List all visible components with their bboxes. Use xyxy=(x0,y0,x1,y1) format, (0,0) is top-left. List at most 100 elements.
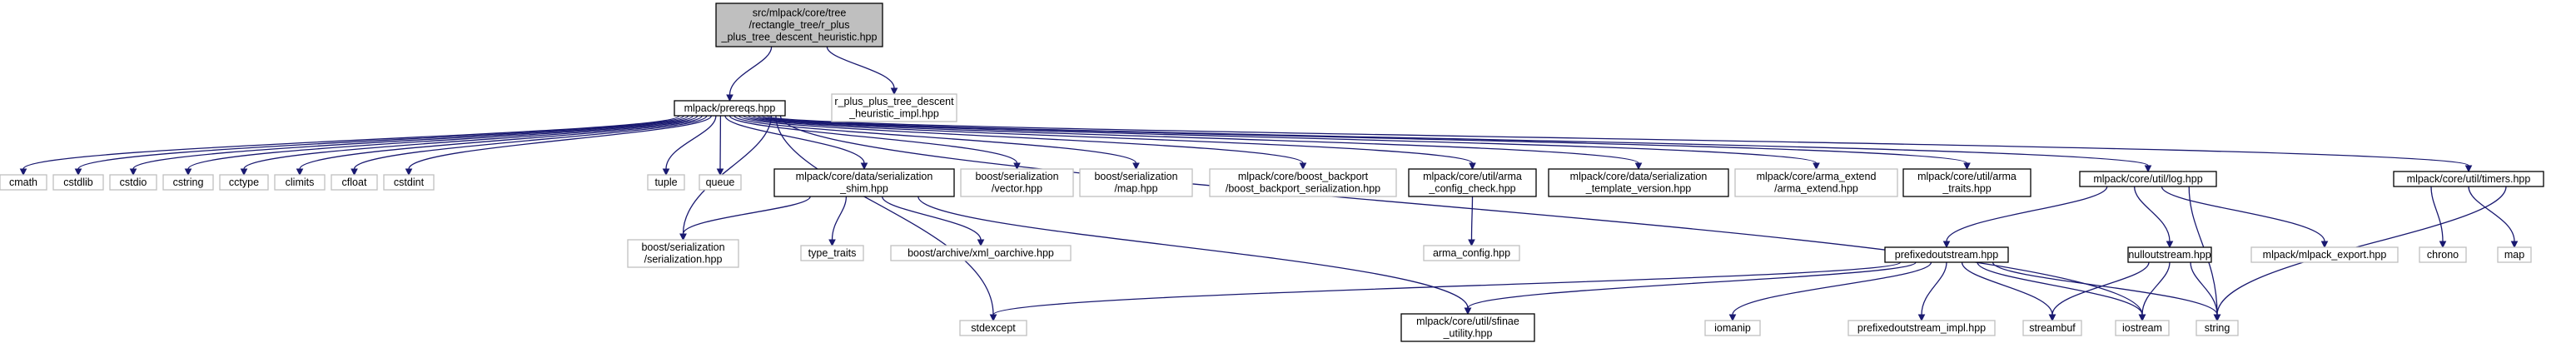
arrowhead-icon xyxy=(74,168,82,176)
arrowhead-icon xyxy=(240,168,248,176)
node-chrono[interactable]: chrono xyxy=(2419,246,2467,263)
node-cfloat[interactable]: cfloat xyxy=(331,174,378,191)
arrowhead-icon xyxy=(1132,162,1140,171)
edge-line xyxy=(1921,261,1947,316)
node-iostream[interactable]: iostream xyxy=(2115,320,2170,336)
node-prefixed-impl[interactable]: prefixedoutstream_impl.hpp xyxy=(1847,320,1996,336)
node-arma-traits[interactable]: mlpack/core/util/arma_traits.hpp xyxy=(1902,168,2031,197)
node-string[interactable]: string xyxy=(2196,320,2239,336)
node-log[interactable]: mlpack/core/util/log.hpp xyxy=(2079,171,2217,187)
arrowhead-icon xyxy=(2464,165,2473,173)
edge-prereqs-to-cstring xyxy=(184,115,694,176)
arrowhead-icon xyxy=(19,168,27,176)
node-box xyxy=(2127,246,2212,263)
node-ser-shim[interactable]: mlpack/core/data/serialization_shim.hpp xyxy=(773,168,955,197)
edge-line xyxy=(1732,261,1932,316)
node-label: mlpack/core/data/serialization xyxy=(796,171,933,182)
node-boost-vector[interactable]: boost/serialization/vector.hpp xyxy=(960,168,1074,197)
node-sfinae[interactable]: mlpack/core/util/sfinae_utility.hpp xyxy=(1400,313,1535,342)
node-iomanip[interactable]: iomanip xyxy=(1704,320,1761,336)
node-box xyxy=(627,239,739,268)
node-type-traits[interactable]: type_traits xyxy=(800,245,864,261)
arrowhead-icon xyxy=(1963,162,1971,171)
edge-log-to-prefixedoutstream xyxy=(1942,186,2108,249)
edge-prereqs-to-log xyxy=(761,115,2152,173)
node-ser-template[interactable]: mlpack/core/data/serialization_template_… xyxy=(1548,168,1729,197)
node-label: mlpack/core/util/timers.hpp xyxy=(2407,173,2531,185)
node-label: cfloat xyxy=(342,176,367,188)
node-box xyxy=(2022,320,2082,336)
node-label: queue xyxy=(706,176,735,188)
nodes-layer: src/mlpack/core/tree/rectangle_tree/r_pl… xyxy=(0,2,2544,342)
node-tuple[interactable]: tuple xyxy=(647,174,685,191)
node-label: mlpack/mlpack_export.hpp xyxy=(2263,249,2387,261)
node-label: map xyxy=(2504,249,2524,261)
node-timers[interactable]: mlpack/core/util/timers.hpp xyxy=(2393,171,2544,187)
node-cstring[interactable]: cstring xyxy=(162,174,214,191)
arrowhead-icon xyxy=(726,94,734,102)
edge-line xyxy=(1977,261,2143,316)
edge-line xyxy=(761,115,2149,167)
edge-ser-shim-to-xml-oarchive xyxy=(881,196,985,247)
node-impl[interactable]: r_plus_plus_tree_descent_heuristic_impl.… xyxy=(831,93,957,122)
node-cstdint[interactable]: cstdint xyxy=(383,174,435,191)
arrowhead-icon xyxy=(1942,241,1951,249)
node-box xyxy=(274,174,326,191)
node-stdexcept[interactable]: stdexcept xyxy=(959,320,1027,336)
node-label: arma_config.hpp xyxy=(1433,247,1510,259)
node-queue[interactable]: queue xyxy=(699,174,742,191)
node-mlpack-export[interactable]: mlpack/mlpack_export.hpp xyxy=(2250,246,2399,263)
node-cctype[interactable]: cctype xyxy=(219,174,269,191)
edge-line xyxy=(752,115,1818,164)
edge-ser-shim-to-type-traits xyxy=(828,196,848,247)
node-prereqs[interactable]: mlpack/prereqs.hpp xyxy=(674,100,786,117)
node-label: boost/serialization xyxy=(1094,171,1177,182)
node-box xyxy=(773,168,955,197)
node-map[interactable]: map xyxy=(2497,246,2532,263)
node-label: iostream xyxy=(2122,322,2162,334)
node-cstdio[interactable]: cstdio xyxy=(109,174,157,191)
edge-prefixedoutstream-to-iomanip xyxy=(1728,261,1932,322)
arrowhead-icon xyxy=(1634,162,1643,171)
edge-line xyxy=(1961,261,2053,316)
edge-line xyxy=(748,115,1639,164)
edge-timers-to-map xyxy=(2468,186,2519,249)
node-streambuf[interactable]: streambuf xyxy=(2022,320,2082,336)
node-box xyxy=(1902,168,2031,197)
edge-log-to-mlpack-export xyxy=(2161,186,2329,249)
edge-line xyxy=(2141,261,2171,316)
edge-prereqs-to-climits xyxy=(296,115,703,176)
node-arma-config-check[interactable]: mlpack/core/util/arma_config_check.hpp xyxy=(1408,168,1537,197)
node-xml-oarchive[interactable]: boost/archive/xml_oarchive.hpp xyxy=(890,245,1072,261)
edge-line xyxy=(187,115,694,170)
node-arma-config[interactable]: arma_config.hpp xyxy=(1423,245,1520,261)
edges-layer xyxy=(19,46,2519,322)
node-box xyxy=(1704,320,1761,336)
node-root[interactable]: src/mlpack/core/tree/rectangle_tree/r_pl… xyxy=(715,2,883,47)
node-box xyxy=(219,174,269,191)
edge-prereqs-to-cfloat xyxy=(351,115,708,176)
node-cmath[interactable]: cmath xyxy=(0,174,47,191)
edge-line xyxy=(682,115,773,235)
edge-nulloutstream-to-streambuf xyxy=(2048,261,2150,322)
node-climits[interactable]: climits xyxy=(274,174,326,191)
edge-prereqs-to-boost-map xyxy=(734,115,1140,171)
arrowhead-icon xyxy=(1464,307,1472,316)
node-cstdlib[interactable]: cstdlib xyxy=(52,174,104,191)
edge-prereqs-to-arma-extend xyxy=(752,115,1820,171)
node-prefixedoutstream[interactable]: prefixedoutstream.hpp xyxy=(1884,246,2009,263)
node-label: _utility.hpp xyxy=(1443,328,1493,340)
edge-line xyxy=(77,115,684,170)
edge-line xyxy=(918,196,1469,309)
node-box xyxy=(960,168,1074,197)
node-nulloutstream[interactable]: nulloutstream.hpp xyxy=(2127,246,2212,263)
node-boost-map[interactable]: boost/serialization/map.hpp xyxy=(1079,168,1193,197)
node-arma-extend[interactable]: mlpack/core/arma_extend/arma_extend.hpp xyxy=(1734,168,1898,197)
node-box xyxy=(1847,320,1996,336)
node-boost-backport[interactable]: mlpack/core/boost_backport/boost_backpor… xyxy=(1209,168,1397,197)
node-box xyxy=(647,174,685,191)
arrowhead-icon xyxy=(2048,314,2056,322)
node-boost-serialization[interactable]: boost/serialization/serialization.hpp xyxy=(627,239,739,268)
arrowhead-icon xyxy=(2144,165,2152,173)
